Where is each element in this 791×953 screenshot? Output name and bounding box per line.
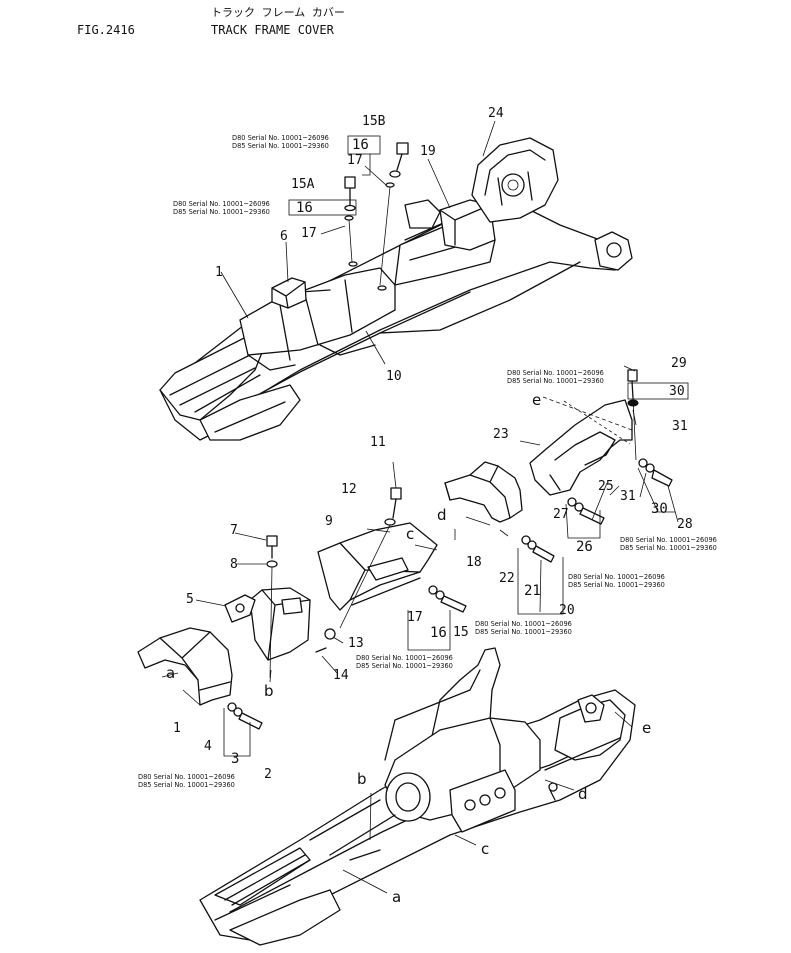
ref-a-left: a — [166, 664, 176, 682]
ref-c-bottom: c — [481, 840, 490, 858]
callout-26: 26 — [576, 539, 593, 555]
serial-note-15a: D80 Serial No. 10001~26096 D85 Serial No… — [173, 200, 270, 216]
callout-14: 14 — [333, 668, 349, 683]
right-cover-group — [529, 369, 689, 539]
callout-19: 19 — [420, 144, 436, 159]
ref-c-top: c — [406, 525, 415, 543]
callout-1-top: 1 — [215, 265, 223, 280]
serial-line: D85 Serial No. 10001~29360 — [620, 544, 717, 552]
callout-9: 9 — [325, 514, 333, 529]
serial-line: D80 Serial No. 10001~26096 — [620, 536, 717, 544]
mid-bottom-leaders — [161, 365, 679, 894]
callout-29: 29 — [671, 356, 687, 371]
serial-line: D85 Serial No. 10001~29360 — [507, 377, 604, 385]
serial-note-28: D80 Serial No. 10001~26096 D85 Serial No… — [620, 536, 717, 552]
callout-11: 11 — [370, 435, 386, 450]
callout-24: 24 — [488, 106, 504, 121]
callout-6: 6 — [280, 229, 288, 244]
serial-line: D85 Serial No. 10001~29360 — [356, 662, 453, 670]
serial-note-20: D80 Serial No. 10001~26096 D85 Serial No… — [475, 620, 572, 636]
callout-25: 25 — [598, 479, 614, 494]
serial-line: D80 Serial No. 10001~26096 — [138, 773, 235, 781]
callout-4: 4 — [204, 739, 212, 754]
top-track-frame — [159, 137, 633, 441]
ref-b-mid: b — [264, 682, 274, 700]
callout-5: 5 — [186, 592, 194, 607]
serial-line: D80 Serial No. 10001~26096 — [507, 369, 604, 377]
callout-31-top: 31 — [672, 419, 688, 434]
serial-note-14: D80 Serial No. 10001~26096 D85 Serial No… — [356, 654, 453, 670]
ref-d-bottom: d — [578, 785, 588, 803]
title-english: TRACK FRAME COVER — [211, 23, 334, 37]
serial-line: D85 Serial No. 10001~29360 — [475, 628, 572, 636]
callout-16-mid: 16 — [430, 625, 447, 641]
callout-16-top: 16 — [352, 137, 369, 153]
callout-18: 18 — [466, 555, 482, 570]
cover-9-group — [315, 487, 467, 653]
cover-5-group — [224, 535, 311, 679]
serial-note-2: D80 Serial No. 10001~26096 D85 Serial No… — [138, 773, 235, 789]
callout-31: 31 — [620, 489, 636, 504]
callout-16-top2: 16 — [296, 200, 313, 216]
callout-15b: 15B — [362, 114, 386, 129]
callout-28: 28 — [677, 517, 693, 532]
title-japanese: トラック フレーム カバー — [211, 6, 345, 19]
serial-note-26: D80 Serial No. 10001~26096 D85 Serial No… — [568, 573, 665, 589]
ref-e-top: e — [532, 391, 542, 409]
callout-15-mid: 15 — [453, 625, 469, 640]
serial-line: D85 Serial No. 10001~29360 — [173, 208, 270, 216]
callout-12: 12 — [341, 482, 357, 497]
serial-line: D85 Serial No. 10001~29360 — [138, 781, 235, 789]
ref-a-bottom: a — [392, 888, 402, 906]
callout-15a: 15A — [291, 177, 315, 192]
callout-21: 21 — [524, 583, 541, 599]
bottom-track-frame — [199, 647, 636, 946]
serial-note-29: D80 Serial No. 10001~26096 D85 Serial No… — [507, 369, 604, 385]
callout-13: 13 — [348, 636, 364, 651]
callout-30: 30 — [651, 501, 668, 517]
callout-23: 23 — [493, 427, 509, 442]
callout-20: 20 — [559, 603, 575, 618]
cover-1-group — [137, 627, 263, 757]
serial-line: D80 Serial No. 10001~26096 — [173, 200, 270, 208]
callout-7: 7 — [230, 523, 238, 538]
serial-line: D80 Serial No. 10001~26096 — [568, 573, 665, 581]
serial-line: D80 Serial No. 10001~26096 — [475, 620, 572, 628]
callout-30-box: 30 — [669, 384, 685, 399]
top-leaders — [220, 120, 496, 365]
serial-line: D80 Serial No. 10001~26096 — [232, 134, 329, 142]
callout-22: 22 — [499, 571, 515, 586]
callout-17-top2: 17 — [301, 226, 317, 241]
top-item-boxes — [288, 135, 381, 216]
serial-note-15b: D80 Serial No. 10001~26096 D85 Serial No… — [232, 134, 329, 150]
cover-18-group — [444, 461, 564, 615]
callout-17-top: 17 — [347, 153, 363, 168]
serial-line: D80 Serial No. 10001~26096 — [356, 654, 453, 662]
serial-line: D85 Serial No. 10001~29360 — [232, 142, 329, 150]
ref-e-bottom: e — [642, 719, 652, 737]
callout-17-mid: 17 — [407, 610, 423, 625]
callout-8: 8 — [230, 557, 238, 572]
ref-d-top: d — [437, 506, 447, 524]
callout-27: 27 — [553, 507, 569, 522]
callout-2: 2 — [264, 767, 272, 782]
callout-1-left: 1 — [173, 721, 181, 736]
ref-b-bottom: b — [357, 770, 367, 788]
callout-10: 10 — [386, 369, 402, 384]
figure-number: FIG.2416 — [77, 23, 135, 37]
callout-3: 3 — [231, 751, 240, 767]
serial-line: D85 Serial No. 10001~29360 — [568, 581, 665, 589]
